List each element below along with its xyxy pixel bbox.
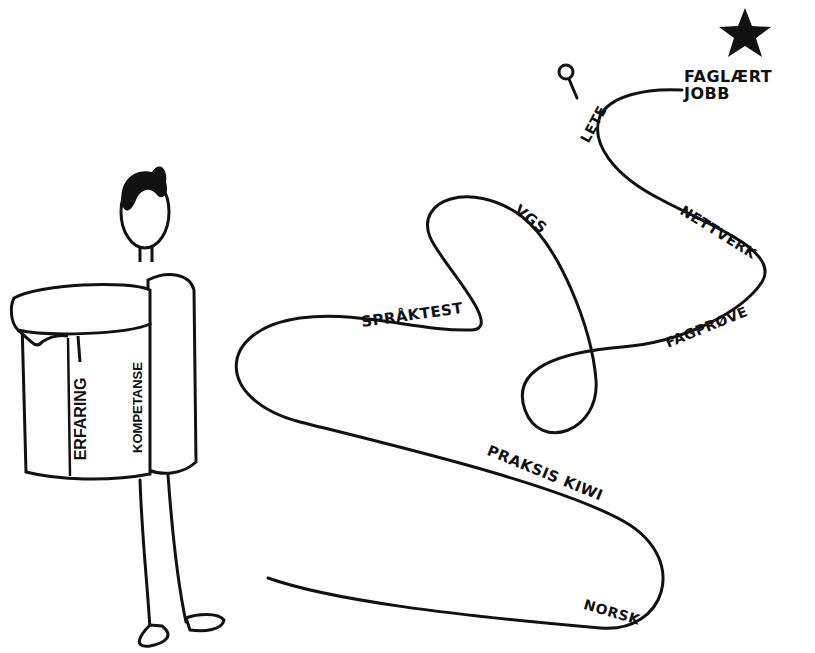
backpack-lid xyxy=(11,284,150,333)
path-stage-label: FAGPRØVE xyxy=(663,304,750,350)
backpack-text: KOMPETANSE xyxy=(130,362,145,453)
person-neck xyxy=(140,247,152,262)
person-legs xyxy=(140,475,186,630)
person-hair xyxy=(121,167,167,211)
path-stage-label: VGS xyxy=(511,203,549,238)
backpack-flap xyxy=(18,330,80,362)
winding-path xyxy=(236,90,765,629)
backpack-divider xyxy=(68,338,70,476)
path-stage-label: LETE xyxy=(578,103,610,145)
goal-star xyxy=(719,8,771,57)
backpack-body xyxy=(22,322,150,479)
magnifier-lens xyxy=(559,65,573,79)
backpack-side xyxy=(148,275,196,474)
backpack-outline xyxy=(8,262,203,487)
path-stage-label: NETTVERK xyxy=(677,203,758,261)
magnifier-handle xyxy=(569,79,577,98)
path-stage-label: FAGLÆRT JOBB xyxy=(684,69,772,103)
backpack-text: ERFARING xyxy=(72,378,90,461)
path-stage-label: NORSK xyxy=(582,597,642,627)
backpack: ERFARING KOMPETANSE xyxy=(8,262,203,487)
person-feet xyxy=(139,615,224,647)
